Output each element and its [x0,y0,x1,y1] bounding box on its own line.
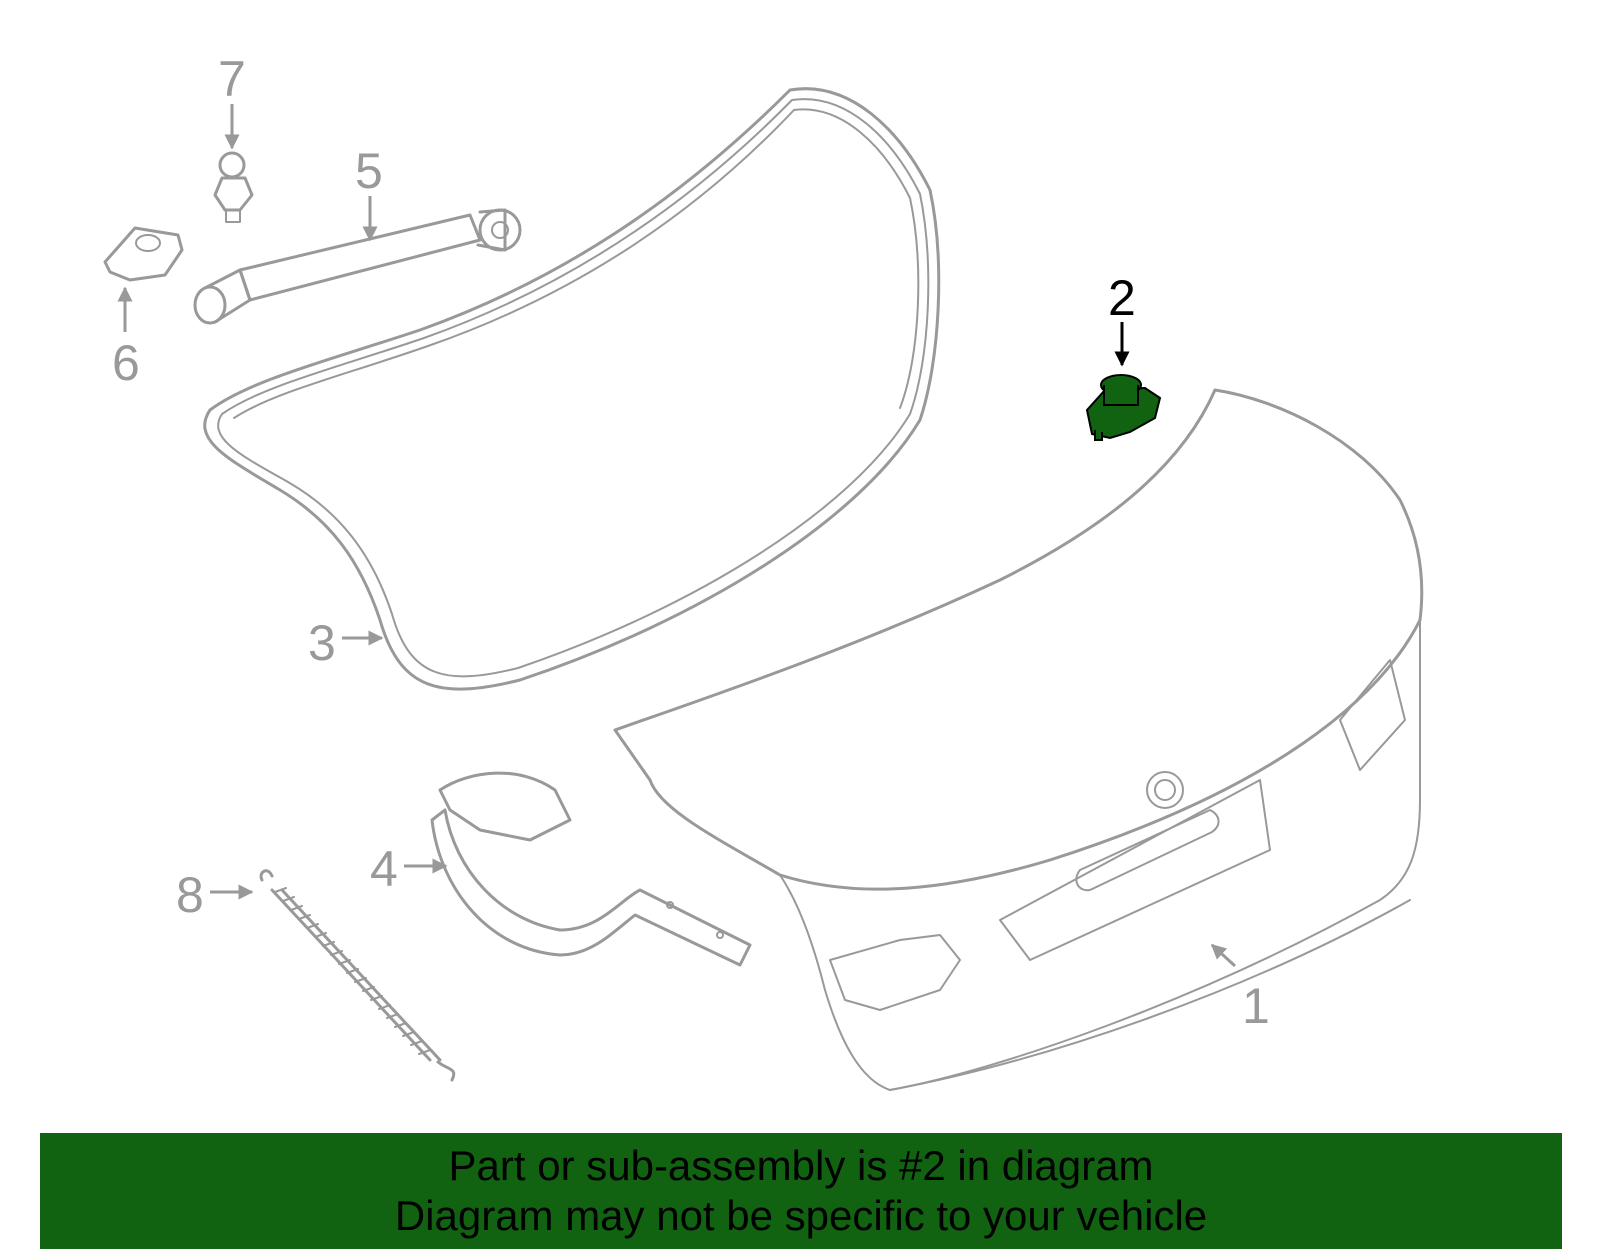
callout-1-label: 1 [1242,978,1270,1034]
info-banner: Part or sub-assembly is #2 in diagram Di… [40,1133,1562,1249]
callout-numbers: 1 2 3 4 5 6 7 8 [112,51,1270,1034]
part-1-trunk-lid [613,388,1424,1091]
callout-6-label: 6 [112,335,140,391]
callout-8-label: 8 [176,867,204,923]
banner-line-part-number: Part or sub-assembly is #2 in diagram [448,1142,1154,1189]
part-3-weatherstrip-seal [203,87,941,691]
callout-5-label: 5 [355,143,383,199]
part-4-hinge [430,771,752,967]
parts-diagram: 1 2 3 4 5 6 7 8 [103,51,1424,1091]
callout-arrows [117,104,1237,968]
banner-line-disclaimer: Diagram may not be specific to your vehi… [394,1192,1208,1239]
part-7-ball-stud [213,151,254,223]
part-8-spring [259,869,456,1082]
callout-2-label: 2 [1108,270,1136,326]
part-2-clip-highlighted [1085,374,1162,441]
callout-7-label: 7 [218,51,246,107]
part-6-bracket [103,226,184,282]
callout-1-arrow [1210,943,1237,968]
callout-3-label: 3 [308,615,336,671]
callout-4-label: 4 [370,841,398,897]
part-5-gas-strut [193,208,522,325]
